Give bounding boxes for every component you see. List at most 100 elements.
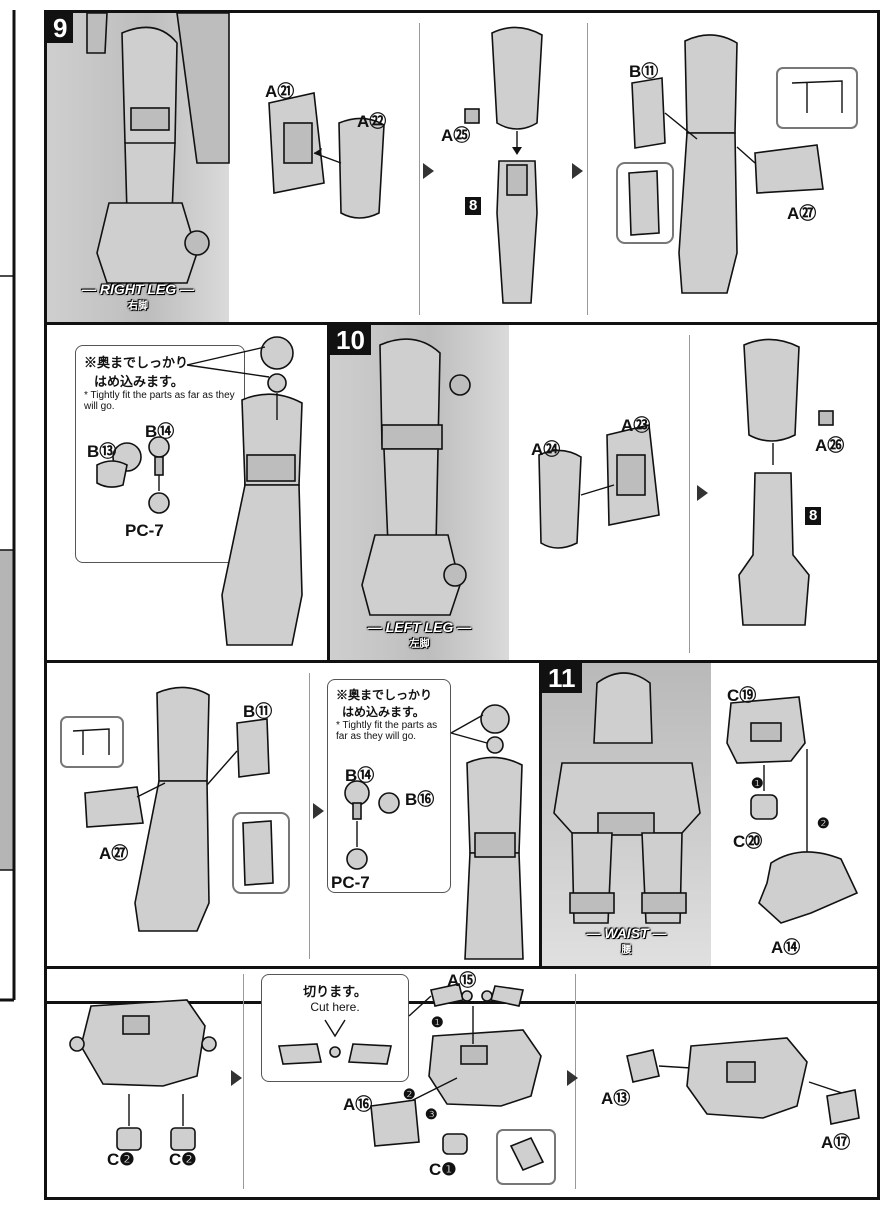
- part-label-b14: B⑭: [345, 766, 375, 785]
- part-label-pc7: PC-7: [331, 873, 370, 892]
- step-caption: — WAIST — 腰: [542, 925, 711, 956]
- part-label-b13: B⑬: [87, 442, 117, 461]
- part-label-a25: A㉕: [441, 126, 471, 145]
- part-label-a15: A⑮: [447, 971, 477, 990]
- separator: [419, 23, 420, 315]
- part-label-c1: C❶: [429, 1160, 457, 1179]
- step-caption: — LEFT LEG — 左脚: [330, 619, 509, 650]
- separator: [689, 335, 690, 653]
- left-leg-illustration: 10 — LEFT LEG — 左脚: [327, 325, 509, 660]
- caption-en: — RIGHT LEG —: [82, 281, 194, 297]
- order-1: ❶: [431, 1014, 444, 1030]
- part-label-c20: C⑳: [733, 832, 763, 851]
- step-arrow: [572, 163, 583, 179]
- step-9-substep-1: A㉑ A㉒: [229, 13, 419, 322]
- order-3: ❸: [425, 1106, 438, 1122]
- step-11-substep: C⑲ ❶ C⑳ ❷ A⑭: [711, 663, 877, 966]
- waist-row-content: C❷ C❷ 切ります。 Cut here. A⑮: [47, 966, 877, 1197]
- part-label-a13: A⑬: [601, 1089, 631, 1108]
- left-calf-substep: B⑪ A㉗: [47, 663, 309, 966]
- reference-step-8: 8: [465, 197, 482, 215]
- waist-side-armor-drawing: [626, 1037, 860, 1125]
- part-label-a22: A㉒: [357, 112, 387, 131]
- note-en: * Tightly fit the parts as far as they w…: [84, 390, 235, 412]
- note-en: * Tightly fit the parts as far as they w…: [336, 720, 438, 742]
- leg-drawing: [86, 13, 230, 284]
- cut-jp: 切ります。: [303, 984, 367, 999]
- step-9-substep-2: A㉕ 8: [437, 13, 587, 322]
- order-2: ❷: [817, 815, 830, 831]
- armor-assembly-drawing: [268, 92, 385, 219]
- step-number-badge: 10: [330, 325, 371, 355]
- separator: [243, 974, 244, 1189]
- calf-assembly-drawing: [60, 686, 290, 932]
- knee-joint-drawing: [96, 336, 303, 646]
- armor-assembly-drawing: [538, 424, 660, 549]
- calf-assembly-drawing: [616, 34, 858, 294]
- note-jp-2: はめ込みます。: [94, 374, 184, 389]
- waist-side-armor-substep: A⑬ A⑰: [587, 966, 877, 1197]
- step-9-row: 9 — RIGHT LEG — 右脚 A㉑ A㉒: [47, 13, 877, 325]
- part-label-b11: B⑪: [243, 702, 273, 721]
- part-label-c2-left: C❷: [107, 1150, 135, 1169]
- knee-joint-substep: ※奥までしっかり はめ込みます。 * Tightly fit the parts…: [47, 325, 327, 660]
- caption-en: — LEFT LEG —: [367, 619, 472, 635]
- step-9-substep-3: B⑪ A㉗: [587, 13, 877, 322]
- caption-jp: 腰: [621, 945, 632, 956]
- fit-note: ※奥までしっかり はめ込みます。 * Tightly fit the parts…: [75, 345, 245, 563]
- part-label-a14: A⑭: [771, 938, 801, 957]
- caption-jp: 左脚: [409, 639, 430, 650]
- adjacent-page-strip: [0, 10, 16, 1002]
- right-leg-illustration: 9 — RIGHT LEG — 右脚: [47, 13, 230, 322]
- part-label-a27: A㉗: [99, 844, 129, 863]
- part-label-a24: A㉔: [531, 440, 561, 459]
- part-label-a27: A㉗: [787, 204, 817, 223]
- step-caption: — RIGHT LEG — 右脚: [47, 281, 229, 312]
- part-label-pc7: PC-7: [125, 521, 164, 540]
- leg-drawing: [361, 338, 471, 616]
- waist-illustration: 11 — WAIST — 腰: [539, 663, 711, 966]
- left-knee-joint-substep: ※奥までしっかり はめ込みます。 * Tightly fit the parts…: [327, 663, 539, 966]
- step-arrow: [423, 163, 434, 179]
- order-1: ❶: [751, 775, 764, 791]
- waist-core-substep: C❷ C❷: [47, 966, 243, 1197]
- part-label-a21: A㉑: [265, 82, 295, 101]
- step-number-badge: 9: [47, 13, 74, 43]
- step-10-row: ※奥までしっかり はめ込みます。 * Tightly fit the parts…: [47, 325, 877, 663]
- waist-assembly-drawing: [726, 696, 859, 924]
- note-jp-2: はめ込みます。: [342, 705, 425, 719]
- part-label-b14: B⑭: [145, 422, 175, 441]
- instruction-page: 9 — RIGHT LEG — 右脚 A㉑ A㉒: [44, 10, 880, 1004]
- separator: [309, 673, 310, 959]
- waist-core-drawing: [69, 999, 217, 1151]
- knee-joint-drawing: [344, 704, 524, 960]
- note-jp-1: ※奥までしっかり: [84, 355, 189, 370]
- caption-jp: 右脚: [128, 301, 148, 312]
- part-label-a23: A㉓: [621, 416, 651, 435]
- note-jp-1: ※奥までしっかり: [336, 688, 433, 702]
- step-number-badge: 11: [542, 663, 582, 693]
- part-label-a16: A⑯: [343, 1095, 373, 1114]
- order-2: ❷: [403, 1086, 416, 1102]
- caption-en: — WAIST —: [586, 925, 667, 941]
- waist-cut-substep: 切ります。 Cut here. A⑮ ❶ ❷ ❸ A⑯ C❶: [261, 966, 575, 1197]
- step-arrow: [313, 803, 324, 819]
- waist-cut-drawing: [278, 983, 556, 1185]
- step-arrow: [231, 1070, 242, 1086]
- step-arrow: [567, 1070, 578, 1086]
- part-label-a17: A⑰: [821, 1133, 851, 1152]
- waist-drawing: [553, 672, 701, 924]
- reference-step-8: 8: [805, 507, 822, 525]
- step-10-substep-1: A㉔ A㉓: [509, 325, 689, 660]
- step-arrow: [697, 485, 708, 501]
- step-11-row: B⑪ A㉗ ※奥までしっかり はめ込みます。 * Tightly fit the…: [47, 663, 877, 969]
- part-label-a26: A㉖: [815, 436, 845, 455]
- step-10-substep-2: A㉖ 8: [709, 325, 877, 660]
- cut-en: Cut here.: [310, 1000, 360, 1014]
- knee-assembly-drawing: [464, 26, 543, 304]
- part-label-c2-right: C❷: [169, 1150, 197, 1169]
- waist-row-frame: [44, 966, 880, 1200]
- reference-step-number: 8: [465, 197, 482, 215]
- part-label-b11: B⑪: [629, 62, 659, 81]
- separator: [587, 23, 588, 315]
